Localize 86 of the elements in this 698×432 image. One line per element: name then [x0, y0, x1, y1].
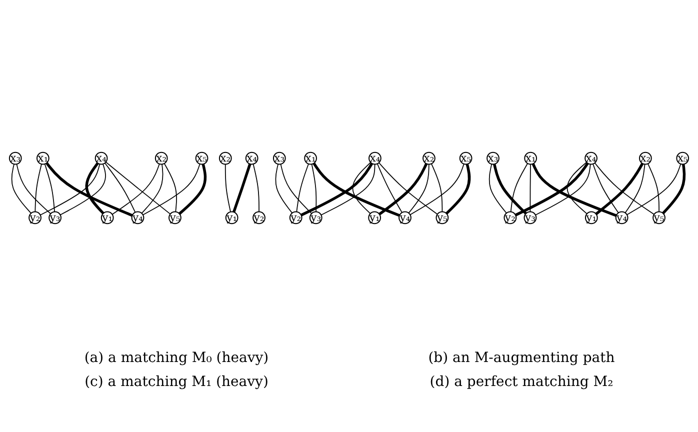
node-circle: x₁ — [524, 152, 538, 165]
node-circle: y₁ — [368, 211, 382, 224]
connector — [662, 164, 686, 214]
node-circle: y₅ — [168, 211, 182, 224]
node-circle: y₄ — [131, 211, 144, 224]
connector — [320, 164, 376, 216]
node-circle: x₁ — [304, 152, 317, 165]
node-circle: y₂ — [504, 211, 517, 224]
connector — [34, 164, 42, 212]
connector — [378, 162, 438, 215]
connector — [410, 163, 464, 216]
connector — [46, 162, 133, 217]
connector — [488, 164, 507, 214]
figure-caption: (b) an M-augmenting path — [427, 350, 616, 366]
figure-caption: (d) a perfect matching M₂ — [428, 374, 614, 390]
node-circle: x₅ — [676, 152, 690, 165]
connector — [408, 164, 430, 214]
node-circle: x₃ — [486, 152, 500, 165]
connector — [296, 163, 309, 212]
connector — [312, 162, 400, 217]
connector — [647, 163, 660, 212]
node-circle: y₁ — [584, 211, 598, 224]
connector — [626, 163, 682, 216]
node-circle: x₂ — [218, 152, 232, 165]
node-circle: y₄ — [398, 211, 412, 224]
connector — [178, 164, 207, 215]
connector — [44, 163, 55, 212]
connector — [510, 162, 528, 212]
figure-caption: (c) a matching M₁ (heavy) — [84, 374, 270, 390]
node-circle: y₃ — [309, 211, 322, 224]
node-circle: y₁ — [100, 211, 114, 224]
node-circle: x₃ — [8, 152, 22, 165]
connector — [430, 163, 443, 212]
node-circle: y₂ — [252, 211, 266, 224]
connector — [141, 164, 164, 214]
node-circle: x₂ — [154, 152, 168, 165]
node-circle: y₂ — [289, 211, 302, 224]
node-circle: y₅ — [436, 211, 449, 224]
connector — [40, 164, 100, 216]
connector — [530, 164, 531, 212]
connector — [142, 163, 200, 216]
connector — [164, 163, 178, 212]
node-circle: x₅ — [459, 152, 472, 165]
node-circle: x₄ — [94, 152, 108, 165]
node-circle: x₅ — [195, 152, 208, 165]
connector — [535, 164, 591, 216]
figure-caption: (a) a matching M₀ (heavy) — [83, 350, 270, 366]
connector — [280, 164, 312, 214]
connector — [624, 164, 646, 214]
connector — [311, 164, 317, 212]
connector — [566, 162, 588, 214]
connector — [493, 164, 527, 215]
connector — [11, 164, 32, 214]
connector — [104, 162, 136, 213]
connector — [532, 163, 617, 217]
connector — [594, 162, 655, 215]
connector — [300, 162, 374, 216]
connector — [60, 164, 106, 216]
node-circle: x₂ — [422, 152, 436, 165]
node-circle: y₅ — [652, 211, 666, 224]
connector — [376, 163, 402, 214]
connector — [352, 162, 372, 214]
node-circle: y₃ — [48, 211, 62, 224]
node-circle: x₄ — [245, 152, 258, 165]
node-circle: x₄ — [368, 152, 382, 165]
connector — [16, 164, 52, 214]
connector — [592, 163, 619, 214]
connector — [224, 164, 231, 212]
connector — [595, 162, 644, 216]
node-circle: y₄ — [615, 211, 628, 224]
node-circle: x₃ — [272, 152, 286, 165]
connector — [85, 162, 104, 214]
node-circle: x₂ — [638, 152, 652, 165]
connector — [112, 163, 160, 215]
connector — [378, 163, 428, 216]
node-circle: y₃ — [524, 211, 537, 224]
node-circle: x₄ — [584, 152, 598, 165]
node-circle: y₁ — [225, 211, 238, 224]
connector — [446, 164, 471, 215]
connector — [105, 162, 171, 214]
node-circle: y₂ — [28, 211, 42, 224]
connector — [252, 164, 260, 212]
connector — [275, 164, 293, 214]
connector — [232, 163, 252, 213]
connector — [514, 162, 589, 216]
node-circle: x₁ — [36, 152, 50, 165]
